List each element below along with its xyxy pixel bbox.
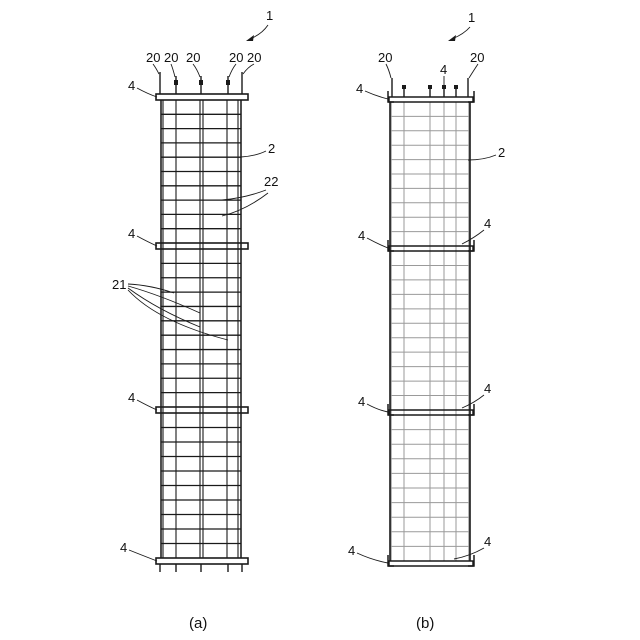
caption-a: (a) bbox=[189, 615, 207, 632]
label-22-a: 22 bbox=[264, 174, 278, 189]
label-20-b1: 20 bbox=[378, 50, 392, 65]
leader-22-a1 bbox=[222, 190, 266, 200]
joint-plate-a-lower bbox=[156, 407, 248, 413]
label-4-a-top: 4 bbox=[128, 78, 135, 93]
label-20-a2: 20 bbox=[164, 50, 178, 65]
label-2-b: 2 bbox=[498, 145, 505, 160]
leader-4-b-bottom-left bbox=[357, 553, 388, 563]
leader-4-b-top-left bbox=[365, 91, 388, 99]
joint-plate-b-lower bbox=[388, 404, 474, 415]
label-4-b-upper-right: 4 bbox=[484, 216, 491, 231]
joint-plate-a-top bbox=[156, 94, 248, 100]
label-4-b-lower-left: 4 bbox=[358, 394, 365, 409]
label-4-b-bottom-right: 4 bbox=[484, 534, 491, 549]
label-20-a1: 20 bbox=[146, 50, 160, 65]
joint-plate-b-top bbox=[388, 91, 474, 102]
rebar-cage-a bbox=[161, 100, 241, 558]
joint-plate-b-upper bbox=[388, 240, 474, 251]
leader-4-a-lower bbox=[137, 400, 157, 410]
label-21-a: 21 bbox=[112, 277, 126, 292]
label-2-a: 2 bbox=[268, 141, 275, 156]
leader-4-b-lower-left bbox=[367, 404, 388, 412]
joint-plate-a-bottom bbox=[156, 558, 248, 564]
leader-4-a-bottom bbox=[129, 550, 157, 561]
leader-20-b2 bbox=[469, 64, 478, 78]
rebar-cage-b bbox=[390, 102, 470, 561]
leader-2-b bbox=[468, 155, 496, 160]
label-1-a: 1 bbox=[266, 8, 273, 23]
label-4-b-lower-right: 4 bbox=[484, 381, 491, 396]
joint-plate-b-bottom bbox=[388, 555, 474, 566]
label-4-b-bottom-left: 4 bbox=[348, 543, 355, 558]
figure-a: 20 20 20 20 20 1 2 22 21 4 4 bbox=[112, 8, 278, 632]
arrowhead-1-a bbox=[246, 35, 254, 41]
leader-21-a4 bbox=[128, 290, 228, 340]
caption-b: (b) bbox=[416, 615, 434, 632]
label-20-a3: 20 bbox=[186, 50, 200, 65]
bottom-bars-a bbox=[160, 564, 242, 572]
label-4-b-upper-left: 4 bbox=[358, 228, 365, 243]
joint-plate-a-upper bbox=[156, 243, 248, 249]
leader-4-a-upper bbox=[137, 236, 157, 246]
figure-b: 20 20 4 1 2 4 4 4 4 4 4 4 (b) bbox=[348, 10, 505, 632]
label-20-b2: 20 bbox=[470, 50, 484, 65]
leader-2-a bbox=[241, 151, 266, 157]
label-4-b-top-center: 4 bbox=[440, 62, 447, 77]
label-4-b-top-left: 4 bbox=[356, 81, 363, 96]
anchor-bars-b bbox=[392, 78, 468, 97]
leader-4-b-lower-right bbox=[462, 395, 484, 408]
label-group-20-a: 20 20 20 20 20 bbox=[146, 50, 261, 77]
label-20-a4: 20 bbox=[229, 50, 243, 65]
label-4-a-bottom: 4 bbox=[120, 540, 127, 555]
label-20-a5: 20 bbox=[247, 50, 261, 65]
leader-4-a-top bbox=[137, 88, 157, 97]
arrowhead-1-b bbox=[448, 35, 456, 41]
leader-20-b1 bbox=[386, 64, 391, 78]
label-4-a-lower: 4 bbox=[128, 390, 135, 405]
leader-4-b-upper-left bbox=[367, 238, 388, 248]
label-4-a-upper: 4 bbox=[128, 226, 135, 241]
label-1-b: 1 bbox=[468, 10, 475, 25]
